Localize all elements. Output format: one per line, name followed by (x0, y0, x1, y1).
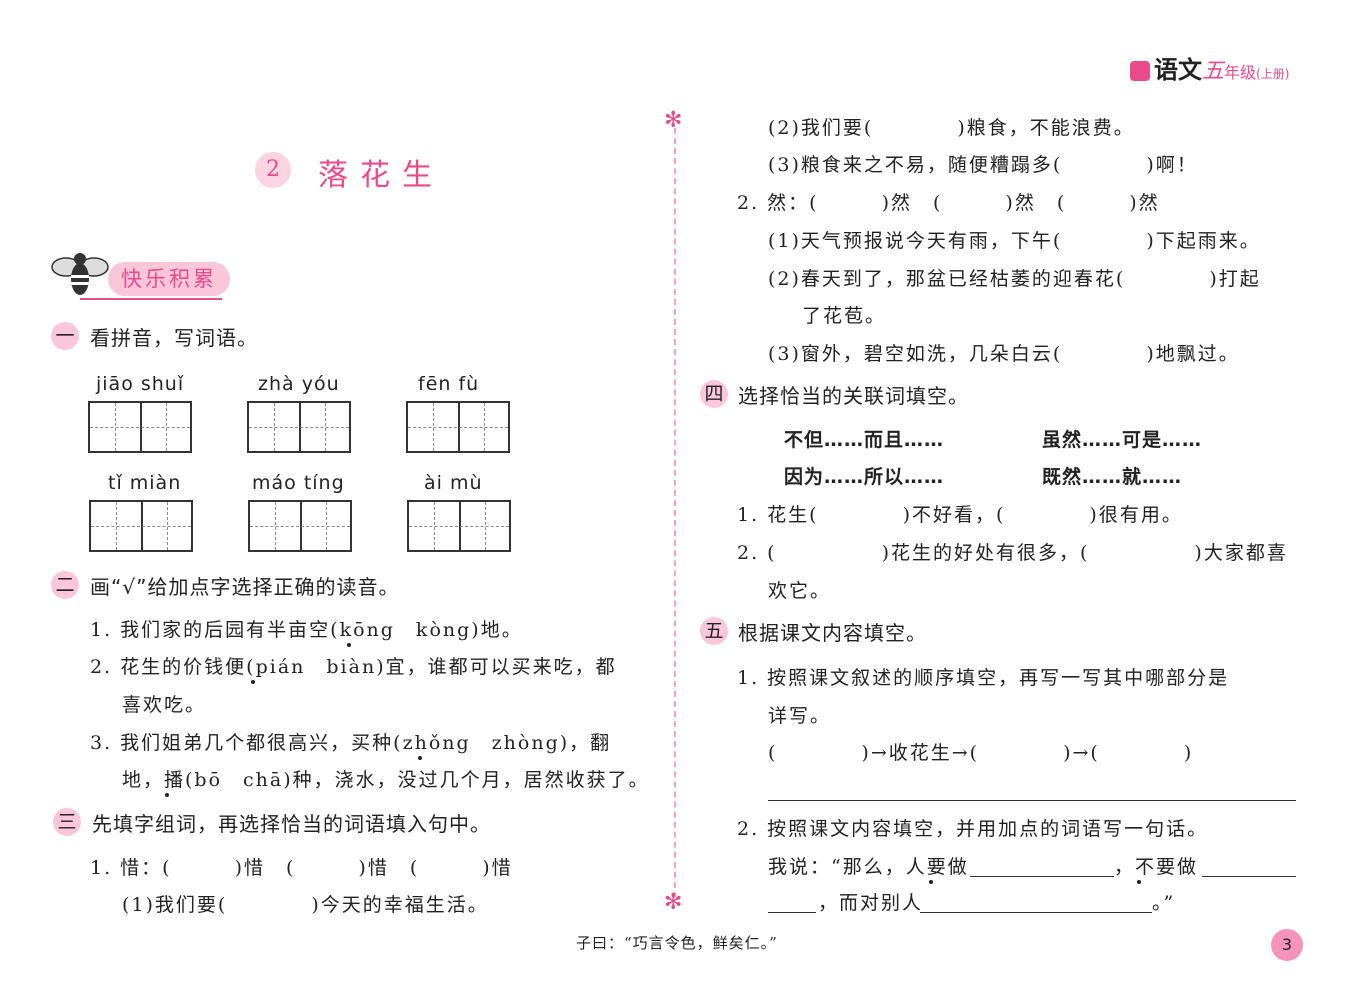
s2-line-4: 3. 我们姐弟几个都很高兴，买种(zhǒng zhòng)，翻 (90, 732, 612, 754)
s3-line-8: 了花苞。 (802, 305, 887, 327)
s5-line-5: 我说：“那么，人要做 (768, 856, 969, 878)
s2-line-1: 1. 我们家的后园有半亩空(kōng kòng)地。 (90, 619, 523, 641)
conjunction-option-4: 既然……就…… (1042, 466, 1183, 488)
s4-line-1: 1. 花生( )不好看，( )很有用。 (737, 504, 1183, 526)
column-divider (674, 128, 676, 898)
s3-line-3: (2)我们要( )粮食，不能浪费。 (768, 117, 1135, 139)
section-5-number: 五 (700, 617, 728, 645)
emphasis-dot (418, 756, 422, 760)
pinyin-5: máo tíng (252, 472, 345, 494)
grade-suffix: 年级 (1224, 63, 1257, 82)
writing-grid-3[interactable] (406, 401, 510, 453)
footer-quote: 子曰：“巧言令色，鲜矣仁。” (576, 934, 778, 952)
lesson-title: 落花生 (318, 158, 444, 193)
answer-line[interactable] (920, 912, 1152, 913)
writing-grid-5[interactable] (248, 500, 352, 552)
s5-line-1: 1. 按照课文叙述的顺序填空，再写一写其中哪部分是 (737, 667, 1230, 689)
s3-line-5: 2. 然：( )然 ( )然 ( )然 (737, 192, 1160, 214)
emphasis-dot (929, 880, 933, 884)
writing-grid-6[interactable] (407, 500, 511, 552)
section-4-title: 选择恰当的关联词填空。 (738, 384, 969, 408)
page-number: 3 (1271, 929, 1303, 961)
s3-line-7: (2)春天到了，那盆已经枯萎的迎春花( )打起 (768, 268, 1261, 290)
emphasis-dot (1137, 880, 1141, 884)
emphasis-dot (251, 680, 255, 684)
writing-grid-1[interactable] (88, 401, 192, 453)
volume-label: (上册) (1256, 67, 1290, 81)
emphasis-dot (347, 643, 351, 647)
s3-line-4: (3)粮食来之不易，随便糟蹋多( )啊！ (768, 154, 1198, 176)
subject-label: 语文 (1154, 56, 1202, 84)
pinyin-3: fēn fù (418, 373, 480, 395)
section-3-number: 三 (53, 808, 81, 836)
happy-accumulation-banner: 快乐积累 (108, 262, 230, 296)
s2-line-5: 地，播(bō chā)种，浇水，没过几个月，居然收获了。 (122, 769, 650, 791)
conjunction-option-3: 因为……所以…… (784, 466, 945, 488)
bee-icon (51, 253, 109, 295)
s5-line-2: 详写。 (768, 705, 832, 727)
pinyin-1: jiāo shuǐ (96, 373, 185, 395)
section-1-title: 看拼音，写词语。 (90, 326, 258, 350)
emphasis-dot (165, 793, 169, 797)
s3-line-6: (1)天气预报说今天有雨，下午( )下起雨来。 (768, 230, 1261, 252)
section-2-title: 画“√”给加点字选择正确的读音。 (90, 575, 400, 599)
s5-line-7: ，而对别人 (818, 892, 924, 914)
s5-line-8: 。” (1152, 892, 1176, 914)
s4-line-2: 2. ( )花生的好处有很多，( )大家都喜 (737, 542, 1288, 564)
section-1-number: 一 (51, 322, 79, 350)
section-3-title: 先填字组词，再选择恰当的词语填入句中。 (92, 812, 491, 836)
writing-grid-4[interactable] (89, 500, 193, 552)
answer-line[interactable] (768, 800, 1296, 801)
s5-line-4: 2. 按照课文内容填空，并用加点的词语写一句话。 (737, 818, 1209, 840)
s4-line-3: 欢它。 (768, 580, 832, 602)
writing-grid-2[interactable] (247, 401, 351, 453)
s2-line-3: 喜欢吃。 (122, 694, 207, 716)
answer-line[interactable] (970, 876, 1114, 877)
book-header: 语文 五 年级 (上册) (1130, 50, 1289, 85)
pinyin-4: tǐ miàn (108, 472, 182, 494)
logo-icon (1130, 61, 1150, 81)
conjunction-option-2: 虽然……可是…… (1042, 429, 1203, 451)
section-2-number: 二 (51, 571, 79, 599)
section-5-title: 根据课文内容填空。 (738, 621, 927, 645)
s3-line-1: 1. 惜：( )惜 ( )惜 ( )惜 (90, 857, 513, 879)
s5-line-6: ，不要做 (1114, 856, 1199, 878)
s5-line-3: ( )→收花生→( )→( ) (768, 742, 1194, 764)
answer-line[interactable] (1202, 876, 1296, 877)
answer-line[interactable] (768, 912, 816, 913)
flower-icon: ✻ (664, 890, 683, 915)
lesson-number: 2 (255, 152, 291, 188)
grade-label: 五 (1202, 59, 1225, 84)
pinyin-2: zhà yóu (258, 373, 340, 395)
section-4-number: 四 (700, 380, 728, 408)
banner-underline (80, 298, 222, 300)
s3-line-2: (1)我们要( )今天的幸福生活。 (122, 894, 489, 916)
s3-line-9: (3)窗外，碧空如洗，几朵白云( )地飘过。 (768, 343, 1240, 365)
pinyin-6: ài mù (424, 472, 483, 494)
flower-icon: ✻ (664, 108, 683, 133)
conjunction-option-1: 不但……而且…… (784, 429, 945, 451)
s2-line-2: 2. 花生的价钱便(pián biàn)宜，谁都可以买来吃，都 (90, 656, 617, 678)
